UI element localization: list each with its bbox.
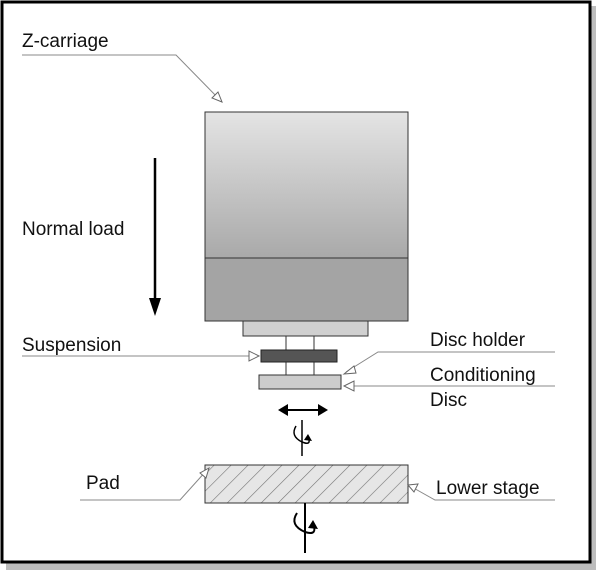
pad-label: Pad	[86, 473, 120, 494]
disc-holder-leader	[342, 351, 555, 375]
disc-holder	[260, 349, 338, 363]
pad-leader	[80, 466, 210, 501]
z-carriage-upper	[204, 111, 409, 259]
oscillation-arrow	[278, 404, 328, 416]
z-carriage-leader	[22, 54, 223, 103]
lower-stage-label: Lower stage	[436, 478, 540, 499]
conditioning-disc-leader	[342, 380, 555, 392]
lower-rotation-icon	[293, 503, 318, 553]
lower-stage-leader	[406, 483, 555, 501]
normal-load-arrow	[149, 158, 161, 316]
suspension-leader	[22, 350, 261, 362]
conditioning-label-line1: Conditioning	[430, 365, 536, 386]
normal-load-label: Normal load	[22, 219, 125, 240]
z-carriage-lower	[204, 257, 409, 322]
upper-rotation-icon	[293, 420, 312, 456]
disc-holder-label: Disc holder	[430, 330, 526, 351]
suspension-plate	[242, 320, 369, 337]
suspension-label: Suspension	[22, 335, 122, 356]
pad-block	[204, 464, 409, 504]
conditioning-disc	[258, 374, 342, 390]
z-carriage-label: Z-carriage	[22, 31, 109, 52]
conditioning-label-line2: Disc	[430, 390, 467, 411]
suspension-posts	[285, 336, 315, 375]
